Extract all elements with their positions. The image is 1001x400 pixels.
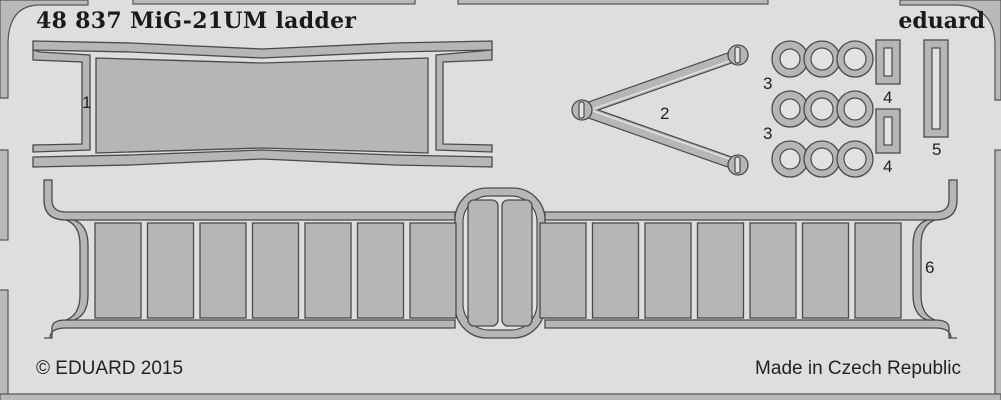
part-1-bottom-rail (32, 149, 493, 168)
part-label-2: 2 (660, 104, 670, 123)
ladder-bottom-rail-right (544, 319, 957, 339)
ladder-rung (696, 222, 745, 319)
part-1-left-bracket (32, 49, 91, 153)
ladder-top-rail-right (544, 179, 958, 221)
part-label-5: 5 (932, 140, 942, 159)
ladder-center-slot-left (467, 199, 499, 327)
ladder-rung (854, 222, 902, 319)
frame-tab-left (0, 149, 9, 241)
ladder-rung (591, 222, 640, 319)
part-label-1: 1 (82, 93, 92, 112)
part-3-set-1 (771, 40, 874, 78)
part-3-set-2 (771, 90, 874, 128)
ladder-left-post (65, 219, 89, 321)
ladder-rung (94, 222, 142, 319)
ladder-rung (304, 222, 352, 319)
frame-tab-right (994, 149, 1001, 400)
part-4-plate-upper (875, 39, 901, 85)
ladder-top-rail-left (43, 179, 456, 221)
part-label-3b: 3 (763, 124, 773, 143)
frame-corner-top-left (0, 0, 89, 99)
ladder-right-post (912, 219, 936, 321)
sheet-title: 48 837 MiG-21UM ladder (36, 8, 357, 34)
ladder-rung (356, 222, 405, 319)
part-5-strip (923, 39, 949, 138)
ladder-rung (644, 222, 692, 319)
ladder-rung (199, 222, 247, 319)
ladder-rungs (94, 222, 902, 319)
ladder-rung (801, 222, 850, 319)
frame-corner-top-right (899, 0, 1001, 101)
ladder-rung (749, 222, 797, 319)
frame-tab-left-2 (0, 289, 9, 400)
part-label-4b: 4 (883, 157, 893, 176)
part-4-plate-lower (875, 108, 901, 154)
part-1-top-rail (32, 40, 493, 59)
part-3-set-3 (771, 140, 874, 178)
ladder-center-slot-right (501, 199, 533, 327)
frame-bottom (0, 393, 1001, 400)
part-label-3a: 3 (763, 74, 773, 93)
part-1-right-bracket (435, 49, 493, 153)
ladder-rung (409, 222, 457, 319)
part-2-v-brace (571, 44, 749, 176)
part-label-6: 6 (925, 258, 935, 277)
frame-tab-top-2 (457, 0, 769, 5)
ladder-rung (539, 222, 587, 319)
ladder-rung (251, 222, 300, 319)
part-1-platform (32, 40, 493, 168)
ladder-bottom-rail-left (44, 319, 456, 339)
part-1-panel (95, 57, 429, 154)
brand-logo: eduard (898, 8, 985, 34)
origin-text: Made in Czech Republic (755, 358, 961, 379)
copyright-text: © EDUARD 2015 (36, 358, 184, 379)
part-label-4a: 4 (883, 88, 893, 107)
ladder-rung (146, 222, 195, 319)
frame-tab-top-1 (132, 0, 416, 5)
part-3-washers (771, 40, 874, 178)
part-6-ladder (43, 179, 958, 339)
